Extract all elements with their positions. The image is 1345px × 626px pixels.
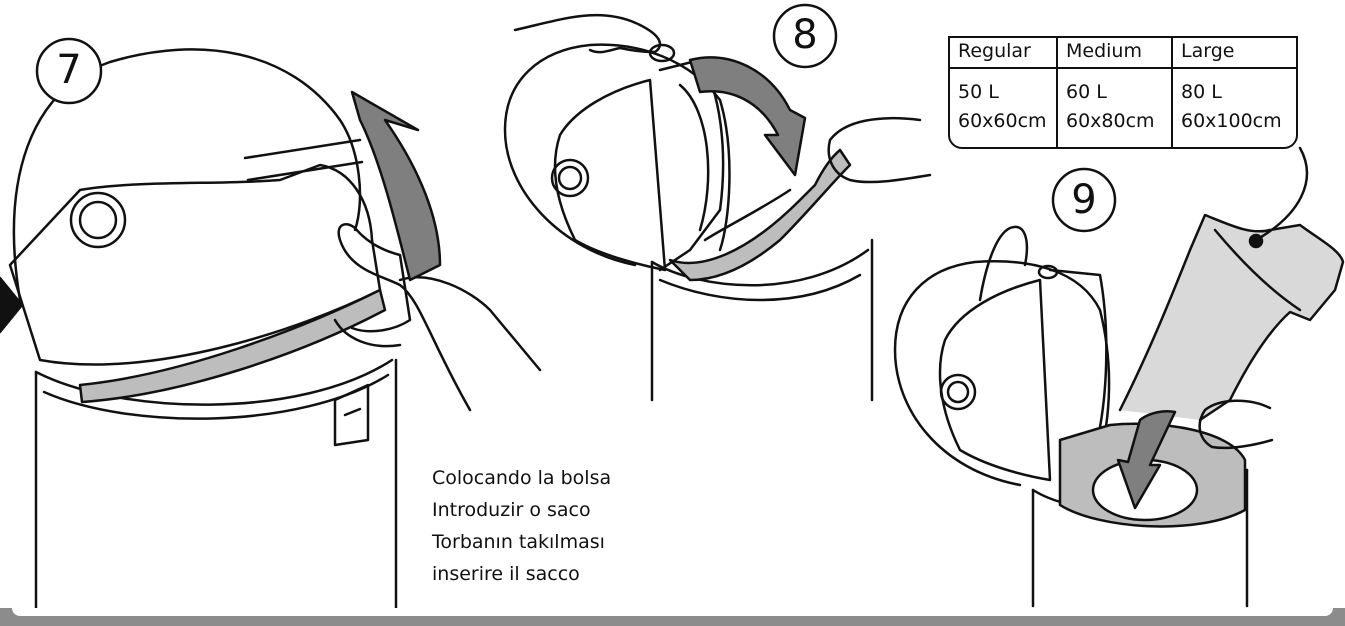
bottom-band-inner (12, 608, 1333, 616)
step8-bag-ring (670, 150, 850, 280)
step9-number: 9 (1057, 180, 1111, 220)
medium-values: 60 L 60x80cm (1058, 69, 1173, 147)
header-large: Large (1173, 38, 1296, 69)
regular-dimensions: 60x60cm (958, 112, 1056, 131)
bottom-band (0, 608, 1345, 626)
step7-lift-arrow (352, 92, 440, 280)
step9-bag (1120, 215, 1343, 420)
large-values: 80 L 60x100cm (1173, 69, 1296, 147)
bag-sizes-table: Regular Medium Large 50 L 60x60cm 60 L 6… (948, 36, 1298, 149)
step8-number: 8 (778, 15, 832, 55)
table-body-row: 50 L 60x60cm 60 L 60x80cm 80 L 60x100cm (950, 69, 1296, 147)
caption-portuguese: Introduzir o saco (432, 494, 611, 526)
step9-lid-knob (941, 375, 975, 409)
caption-spanish: Colocando la bolsa (432, 462, 611, 494)
caption-turkish: Torbanın takılması (432, 526, 611, 558)
regular-values: 50 L 60x60cm (950, 69, 1058, 147)
step7-number: 7 (42, 50, 96, 90)
large-dimensions: 60x100cm (1181, 112, 1296, 131)
regular-volume: 50 L (958, 83, 1056, 102)
medium-dimensions: 60x80cm (1066, 112, 1171, 131)
header-medium: Medium (1058, 38, 1173, 69)
step9-scene (895, 148, 1343, 606)
caption: Colocando la bolsa Introduzir o saco Tor… (432, 462, 611, 590)
table-header-row: Regular Medium Large (950, 38, 1296, 69)
step8-hand-top (515, 15, 660, 52)
caption-italian: inserire il sacco (432, 558, 611, 590)
step8-lid-knob (552, 160, 588, 196)
medium-volume: 60 L (1066, 83, 1171, 102)
header-regular: Regular (950, 38, 1058, 69)
large-volume: 80 L (1181, 83, 1296, 102)
step8-scene (505, 5, 930, 400)
